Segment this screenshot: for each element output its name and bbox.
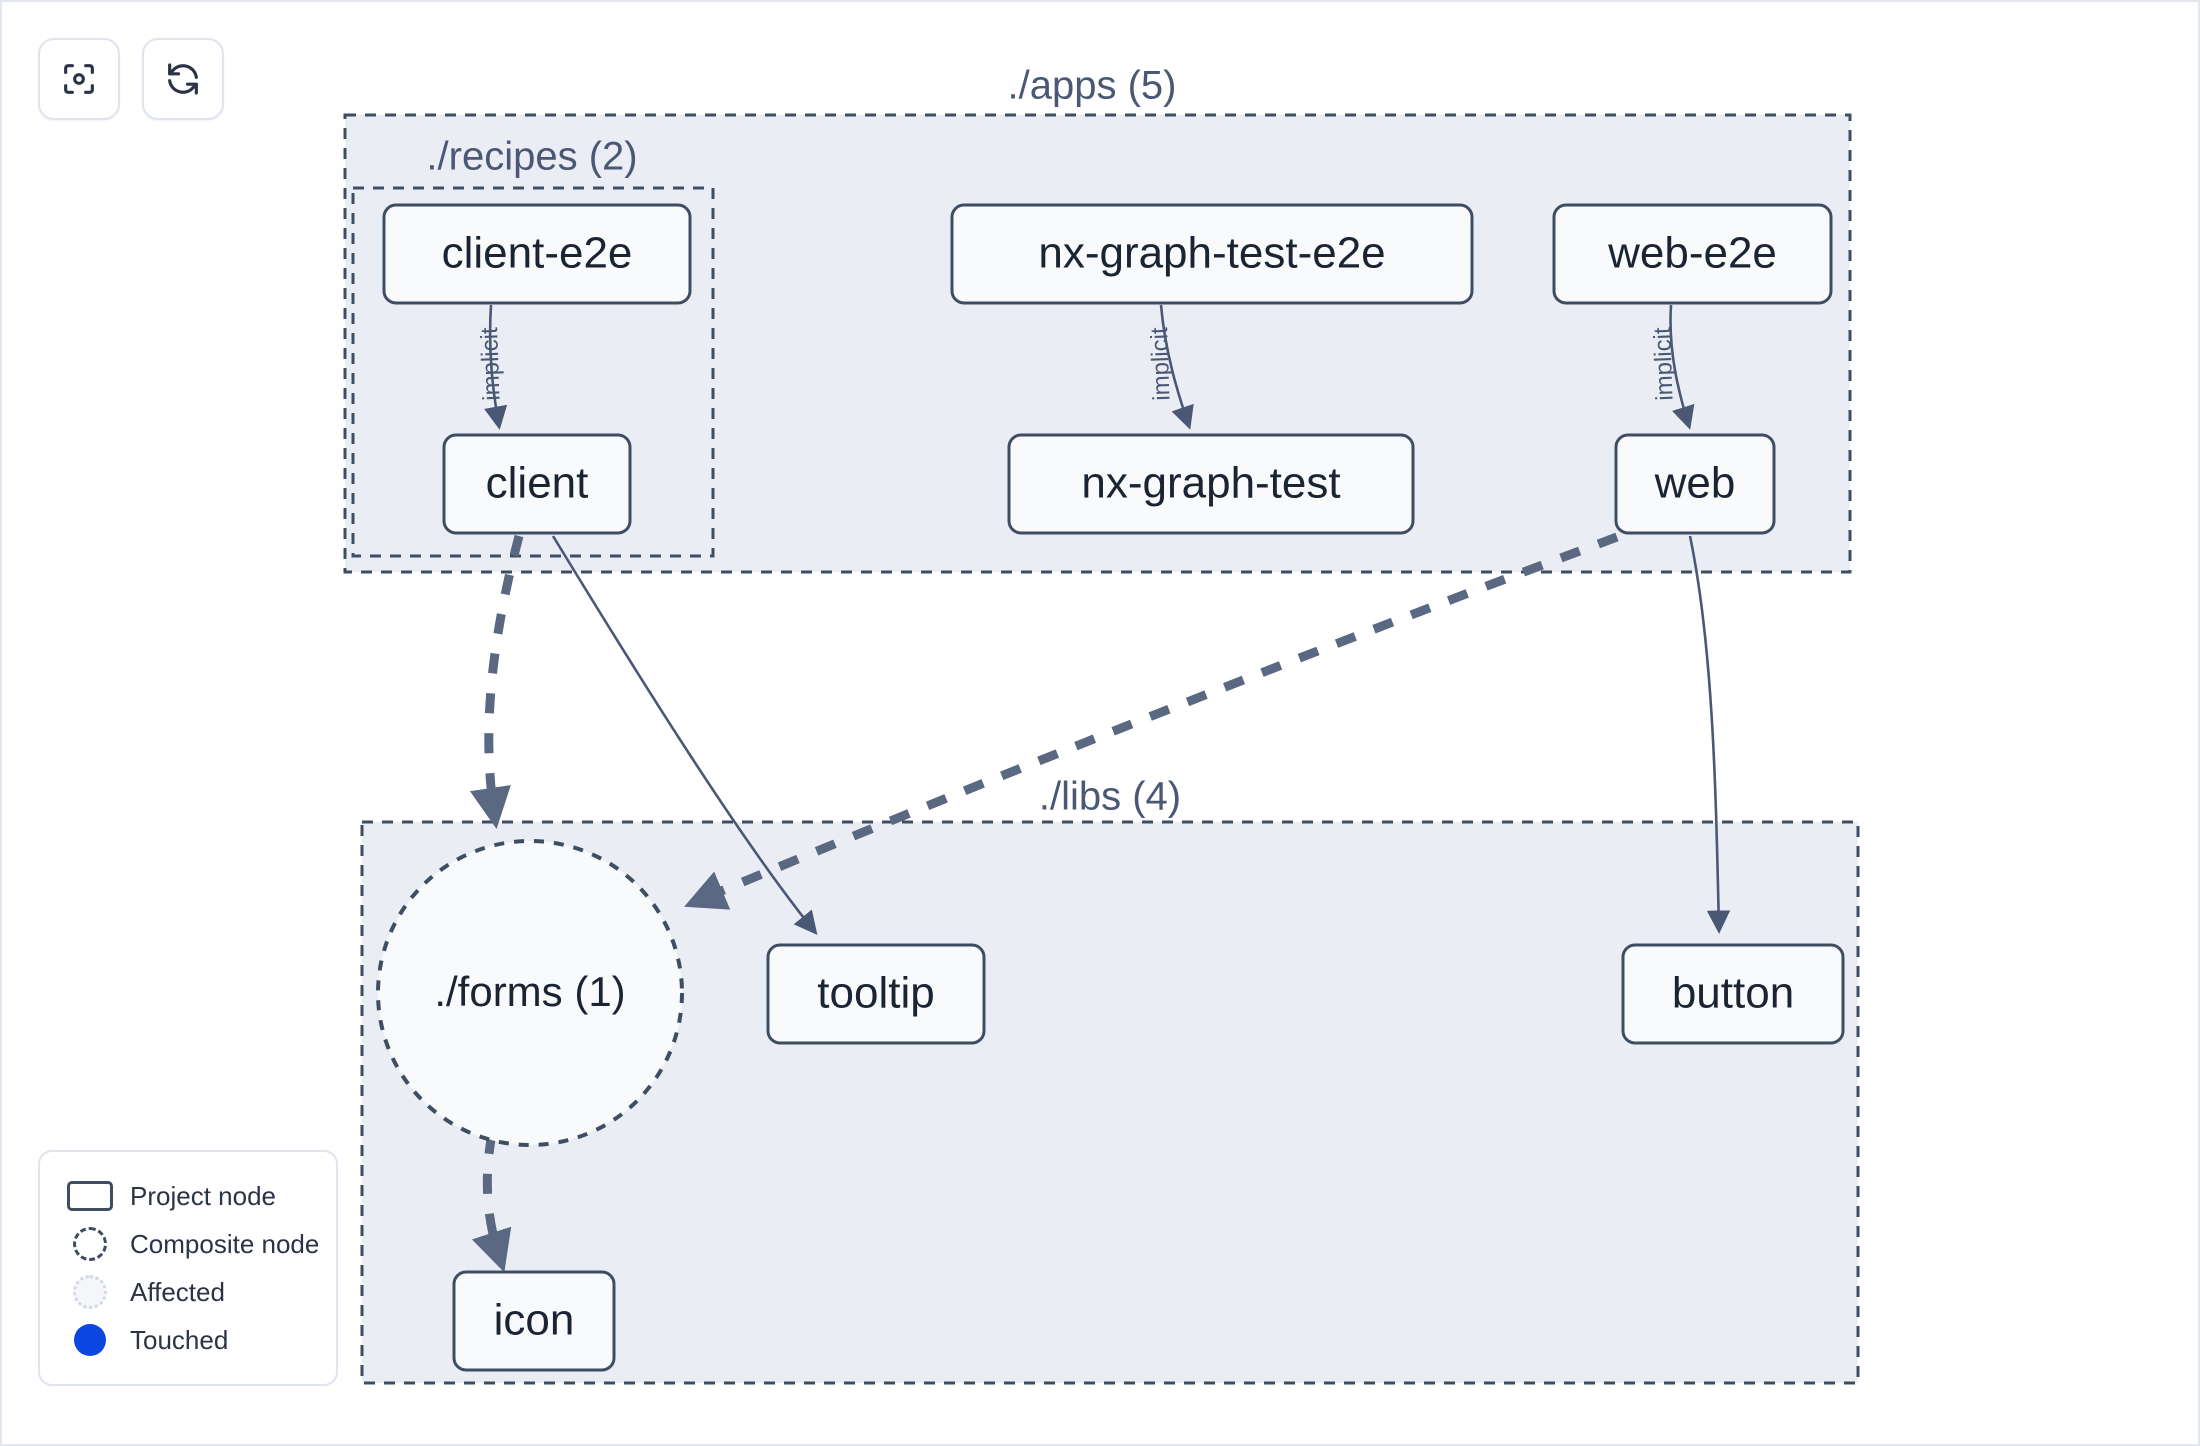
node-icon[interactable]: icon (452, 1270, 616, 1372)
graph-toolbar (38, 38, 224, 120)
edge-path[interactable] (1669, 304, 1695, 430)
refresh-icon (163, 59, 203, 99)
project-node-shape[interactable] (382, 203, 692, 305)
node-button[interactable]: button (1621, 943, 1845, 1045)
project-node-shape[interactable] (1007, 433, 1415, 535)
node-nx-graph-test[interactable]: nx-graph-test (1007, 433, 1415, 535)
focus-graph-button[interactable] (38, 38, 120, 120)
node-web-e2e[interactable]: web-e2e (1552, 203, 1833, 305)
node-forms[interactable]: ./forms (1) (376, 839, 684, 1147)
edge-web__button[interactable] (1688, 535, 1731, 934)
project-node-shape[interactable] (766, 943, 986, 1045)
edge-label: implicit (1649, 327, 1679, 402)
node-client-e2e[interactable]: client-e2e (382, 203, 692, 305)
legend-touched-label: Touched (130, 1324, 229, 1355)
group-libs-label: ./libs (4) (1039, 775, 1181, 819)
dotted-circle-icon (62, 1275, 118, 1309)
node-label: button (1672, 969, 1794, 1018)
node-tooltip[interactable]: tooltip (766, 943, 986, 1045)
legend-touched: Touched (62, 1316, 314, 1364)
dashed-circle-icon (62, 1227, 118, 1261)
edge-label: implicit (476, 327, 506, 402)
legend-affected: Affected (62, 1268, 314, 1316)
edge-forms__icon[interactable] (471, 1133, 512, 1273)
project-node-shape[interactable] (452, 1270, 616, 1372)
node-label: icon (494, 1296, 575, 1345)
edge-path[interactable] (1688, 535, 1731, 934)
node-label: client-e2e (442, 229, 633, 278)
edge-path[interactable] (471, 1133, 512, 1273)
project-node-shape[interactable] (950, 203, 1474, 305)
graph-edges: implicit implicit implicit (469, 304, 1731, 1273)
edge-label: implicit (1146, 327, 1176, 402)
edge-path[interactable] (551, 535, 818, 936)
node-label: nx-graph-test (1081, 459, 1340, 508)
rect-outline-icon (62, 1181, 118, 1211)
edge-web__forms[interactable] (684, 532, 1619, 910)
project-node-shape[interactable] (1552, 203, 1833, 305)
edge-path[interactable] (1159, 304, 1194, 430)
node-web[interactable]: web (1614, 433, 1776, 535)
edge-path[interactable] (684, 532, 1619, 910)
edge-web-e2e__web[interactable]: implicit (1649, 304, 1695, 430)
edge-client__tooltip[interactable] (551, 535, 818, 936)
composite-node-shape[interactable] (376, 839, 684, 1147)
project-node-shape[interactable] (1614, 433, 1776, 535)
graph-legend: Project node Composite node Affected Tou… (38, 1150, 338, 1386)
legend-project-node: Project node (62, 1172, 314, 1220)
node-label: client (486, 459, 589, 508)
legend-project-node-label: Project node (130, 1180, 276, 1211)
legend-composite-node: Composite node (62, 1220, 319, 1268)
edge-path[interactable] (469, 534, 524, 830)
node-label: web-e2e (1607, 229, 1777, 278)
project-node-shape[interactable] (442, 433, 632, 535)
node-label: tooltip (817, 969, 934, 1018)
node-label: web (1654, 459, 1736, 508)
filled-circle-icon (62, 1324, 118, 1356)
edge-path[interactable] (484, 304, 508, 430)
node-label: nx-graph-test-e2e (1038, 229, 1385, 278)
project-node-shape[interactable] (1621, 943, 1845, 1045)
edge-client-e2e__client[interactable]: implicit (476, 304, 508, 430)
group-apps-label: ./apps (5) (1008, 64, 1177, 108)
legend-composite-node-label: Composite node (130, 1228, 320, 1259)
edge-nx-graph-test-e2e__nx-graph-test[interactable]: implicit (1146, 304, 1194, 430)
node-client[interactable]: client (442, 433, 632, 535)
node-nx-graph-test-e2e[interactable]: nx-graph-test-e2e (950, 203, 1474, 305)
legend-affected-label: Affected (130, 1276, 225, 1307)
edge-client__forms[interactable] (469, 534, 524, 830)
node-label: ./forms (1) (434, 968, 625, 1015)
group-recipes-label: ./recipes (2) (426, 135, 637, 179)
focus-target-icon (59, 59, 99, 99)
graph-nodes: client-e2e nx-graph-test-e2e web-e2e client… (376, 203, 1845, 1372)
refresh-graph-button[interactable] (142, 38, 224, 120)
